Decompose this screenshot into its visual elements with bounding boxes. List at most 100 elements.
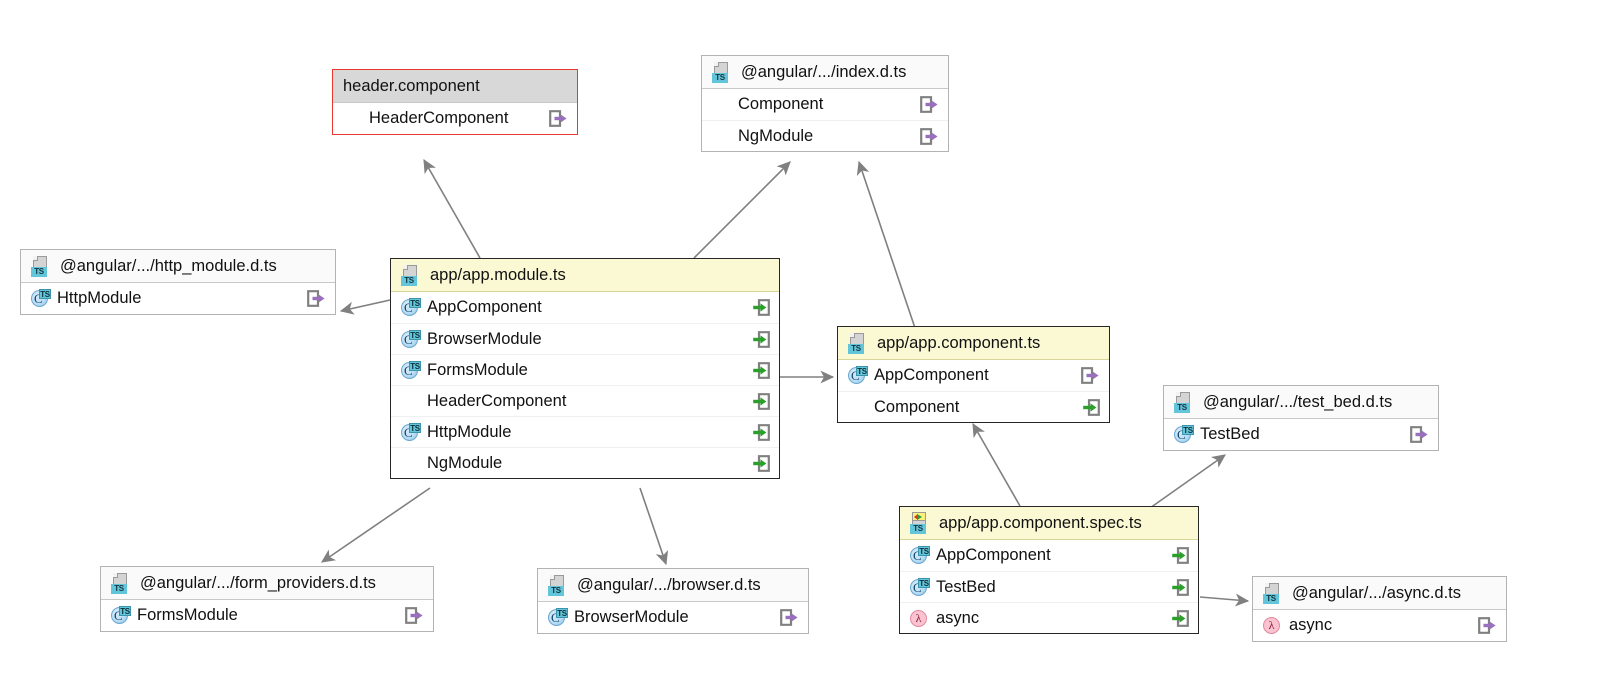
member-row[interactable]: λ async — [1253, 610, 1506, 641]
node-angular-async[interactable]: TS @angular/.../async.d.ts λ async — [1252, 576, 1507, 642]
member-label: async — [1289, 616, 1333, 634]
import-icon — [1170, 547, 1189, 564]
import-icon — [751, 423, 770, 441]
member-row[interactable]: CTS FormsModule — [391, 354, 779, 385]
node-title: @angular/.../form_providers.d.ts — [140, 574, 376, 592]
export-icon — [307, 290, 326, 307]
member-row[interactable]: CTS AppComponent — [838, 360, 1109, 391]
ts-class-icon: CTS — [1174, 425, 1194, 444]
member-label: NgModule — [738, 126, 814, 145]
node-members: CTS AppComponent CTS BrowserModule — [391, 292, 779, 478]
member-label: HttpModule — [427, 422, 512, 441]
member-label: TestBed — [1200, 425, 1260, 443]
member-row[interactable]: HeaderComponent — [333, 103, 577, 134]
member-label: TestBed — [936, 577, 996, 596]
member-label: AppComponent — [427, 298, 542, 316]
ts-file-icon: TS — [31, 255, 52, 277]
node-app-component[interactable]: TS app/app.component.ts CTS AppComponent — [837, 326, 1110, 423]
ts-class-icon: CTS — [401, 329, 421, 349]
member-label: FormsModule — [427, 360, 528, 379]
export-icon — [549, 110, 568, 127]
ts-class-icon: CTS — [910, 577, 930, 597]
ts-file-icon: TS — [712, 61, 733, 83]
export-icon — [405, 607, 424, 624]
ts-file-icon: TS — [848, 332, 869, 354]
node-title: @angular/.../browser.d.ts — [577, 576, 761, 594]
ts-class-icon: CTS — [31, 289, 51, 308]
member-row[interactable]: CTS BrowserModule — [538, 602, 808, 633]
ts-class-icon: CTS — [401, 360, 421, 380]
node-members: HeaderComponent — [333, 103, 577, 134]
ts-file-icon: TS — [1263, 582, 1284, 604]
node-title-bar: TS @angular/.../async.d.ts — [1253, 577, 1506, 610]
node-title-bar: TS @angular/.../http_module.d.ts — [21, 250, 335, 283]
export-icon — [1081, 367, 1100, 384]
node-title-bar: TS app/app.component.spec.ts — [900, 507, 1198, 540]
node-angular-form-providers[interactable]: TS @angular/.../form_providers.d.ts CTS … — [100, 566, 434, 632]
export-icon — [920, 127, 939, 145]
member-row[interactable]: NgModule — [391, 447, 779, 478]
import-icon — [751, 330, 770, 348]
export-icon — [780, 609, 799, 626]
member-label: async — [936, 608, 980, 627]
ts-file-icon: TS — [401, 264, 422, 286]
member-label: AppComponent — [874, 366, 989, 384]
export-icon — [920, 96, 939, 113]
member-label: NgModule — [427, 453, 503, 472]
node-members: CTS BrowserModule — [538, 602, 808, 633]
member-row[interactable]: λ async — [900, 602, 1198, 633]
member-row[interactable]: Component — [702, 89, 948, 120]
node-app-component-spec[interactable]: TS app/app.component.spec.ts CTS AppComp… — [899, 506, 1199, 634]
node-title-bar: TS @angular/.../index.d.ts — [702, 56, 948, 89]
member-label: FormsModule — [137, 606, 238, 624]
member-label: HeaderComponent — [427, 391, 567, 410]
node-members: λ async — [1253, 610, 1506, 641]
lambda-icon: λ — [910, 609, 929, 628]
member-label: AppComponent — [936, 546, 1051, 564]
node-members: CTS FormsModule — [101, 600, 433, 631]
ts-file-icon: TS — [111, 572, 132, 594]
member-row[interactable]: CTS TestBed — [900, 571, 1198, 602]
ts-class-icon: CTS — [401, 422, 421, 442]
member-label: Component — [874, 397, 960, 416]
edge-spec-to-app-component — [972, 422, 1021, 507]
member-row[interactable]: CTS HttpModule — [391, 416, 779, 447]
member-row[interactable]: Component — [838, 391, 1109, 422]
ts-file-icon: TS — [1174, 391, 1195, 413]
member-row[interactable]: CTS FormsModule — [101, 600, 433, 631]
node-members: CTS TestBed — [1164, 419, 1438, 450]
node-title-bar: header.component — [333, 70, 577, 103]
edge-spec-to-test-bed — [1149, 454, 1226, 509]
member-row[interactable]: CTS BrowserModule — [391, 323, 779, 354]
node-members: Component NgModule — [702, 89, 948, 151]
node-angular-index[interactable]: TS @angular/.../index.d.ts Component NgM… — [701, 55, 949, 152]
lambda-icon: λ — [1263, 616, 1282, 635]
node-angular-browser[interactable]: TS @angular/.../browser.d.ts CTS Browser… — [537, 568, 809, 634]
node-title: app/app.component.spec.ts — [939, 514, 1142, 532]
import-icon — [1170, 609, 1189, 627]
member-row[interactable]: CTS AppComponent — [900, 540, 1198, 571]
member-label: BrowserModule — [427, 329, 542, 348]
member-row[interactable]: HeaderComponent — [391, 385, 779, 416]
member-label: BrowserModule — [574, 608, 689, 626]
node-title: app/app.module.ts — [430, 266, 566, 284]
member-row[interactable]: CTS HttpModule — [21, 283, 335, 314]
node-header-component[interactable]: header.component HeaderComponent — [332, 69, 578, 135]
ts-class-icon: CTS — [111, 606, 131, 625]
member-row[interactable]: CTS TestBed — [1164, 419, 1438, 450]
node-angular-http-module[interactable]: TS @angular/.../http_module.d.ts CTS Htt… — [20, 249, 336, 315]
edge-app-module-to-http-module — [339, 299, 391, 315]
member-row[interactable]: NgModule — [702, 120, 948, 151]
edge-app-module-to-browser — [639, 487, 669, 566]
node-title: @angular/.../index.d.ts — [741, 63, 907, 81]
ts-class-icon: CTS — [848, 366, 868, 385]
import-icon — [1170, 578, 1189, 596]
node-title: @angular/.../http_module.d.ts — [60, 257, 277, 275]
edge-spec-to-async — [1199, 593, 1250, 607]
node-app-module[interactable]: TS app/app.module.ts CTS AppComponent — [390, 258, 780, 479]
member-row[interactable]: CTS AppComponent — [391, 292, 779, 323]
edge-app-module-to-form-providers — [321, 487, 431, 563]
node-angular-test-bed[interactable]: TS @angular/.../test_bed.d.ts CTS TestBe… — [1163, 385, 1439, 451]
edge-app-module-to-angular-index — [693, 161, 791, 259]
